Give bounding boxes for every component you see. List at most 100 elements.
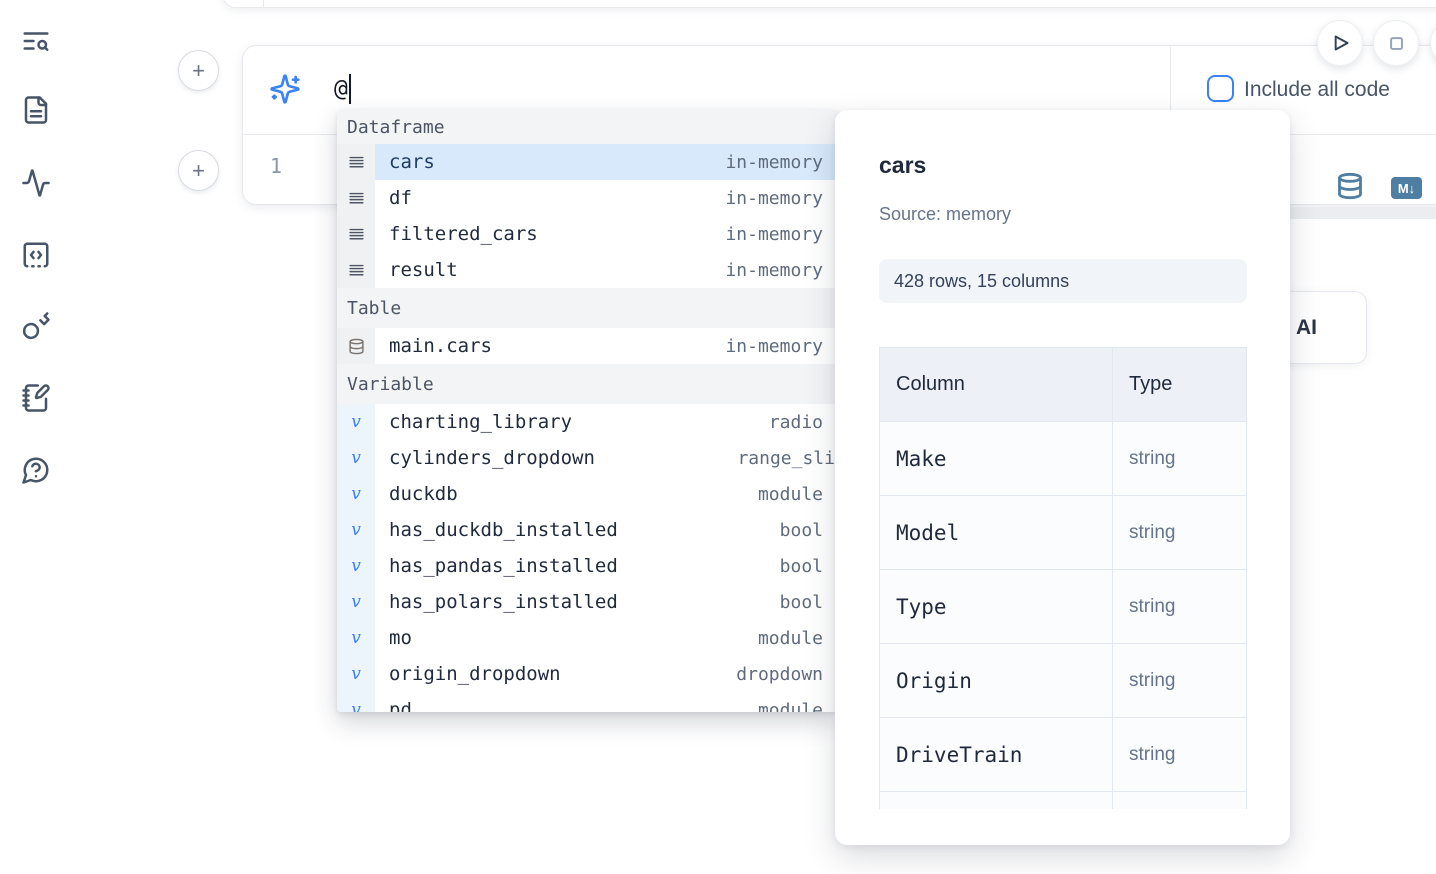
item-name: df <box>389 187 412 209</box>
schema-table-wrap: Column Type Make string Model string Typ… <box>879 347 1247 809</box>
section-header-dataframe: Dataframe <box>337 110 837 144</box>
text-cursor <box>348 74 351 104</box>
item-name: pd <box>389 699 412 712</box>
item-name: result <box>389 259 458 281</box>
autocomplete-item-has-duckdb-installed[interactable]: v has_duckdb_installed bool <box>337 512 837 548</box>
notebook-pen-icon[interactable] <box>21 383 51 413</box>
column-name-cell <box>879 791 1113 809</box>
add-cell-below-button[interactable]: + <box>178 150 219 191</box>
include-all-code-label: Include all code <box>1244 78 1390 101</box>
table-row: Model string <box>879 495 1247 570</box>
column-type-cell <box>1112 791 1247 809</box>
item-name: origin_dropdown <box>389 663 561 685</box>
text-search-icon[interactable] <box>21 26 51 56</box>
autocomplete-item-result[interactable]: result in-memory <box>337 252 837 288</box>
markdown-icon[interactable]: M↓ <box>1391 177 1422 199</box>
variable-icon: v <box>337 584 375 620</box>
item-name: cylinders_dropdown <box>389 447 595 469</box>
item-name: main.cars <box>389 335 492 357</box>
item-type: module <box>757 699 823 713</box>
item-name: filtered_cars <box>389 223 538 245</box>
run-cell-button[interactable] <box>1317 20 1363 66</box>
table-row-partial <box>879 791 1247 809</box>
autocomplete-item-df[interactable]: df in-memory <box>337 180 837 216</box>
item-name: has_polars_installed <box>389 591 618 613</box>
variable-icon: v <box>337 548 375 584</box>
column-name-cell: DriveTrain <box>879 717 1113 792</box>
column-type-cell: string <box>1112 421 1247 496</box>
autocomplete-item-has-polars-installed[interactable]: v has_polars_installed bool <box>337 584 837 620</box>
item-type: bool <box>779 519 823 541</box>
autocomplete-item-has-pandas-installed[interactable]: v has_pandas_installed bool <box>337 548 837 584</box>
table-header-row: Column Type <box>879 347 1247 422</box>
add-cell-above-button[interactable]: + <box>178 50 219 91</box>
dataframe-icon <box>337 144 375 180</box>
item-name: duckdb <box>389 483 458 505</box>
column-name-cell: Origin <box>879 643 1113 718</box>
autocomplete-item-filtered-cars[interactable]: filtered_cars in-memory <box>337 216 837 252</box>
autocomplete-item-charting-library[interactable]: v charting_library radio <box>337 404 837 440</box>
item-type: in-memory <box>725 151 823 173</box>
autocomplete-item-pd[interactable]: v pd module <box>337 692 837 712</box>
ai-prompt-value: @ <box>334 76 348 102</box>
section-header-variable: Variable <box>337 364 837 404</box>
item-name: has_duckdb_installed <box>389 519 618 541</box>
variable-icon: v <box>337 692 375 712</box>
column-name-cell: Type <box>879 569 1113 644</box>
panel-title: cars <box>879 152 927 178</box>
autocomplete-item-cylinders-dropdown[interactable]: v cylinders_dropdown range_sli <box>337 440 837 476</box>
variable-icon: v <box>337 440 375 476</box>
item-name: has_pandas_installed <box>389 555 618 577</box>
item-name: cars <box>389 151 435 173</box>
database-icon[interactable] <box>1336 172 1364 200</box>
item-type: radio <box>768 411 823 433</box>
column-type-cell: string <box>1112 643 1247 718</box>
item-type: module <box>757 627 823 649</box>
include-all-code-checkbox[interactable] <box>1207 75 1234 102</box>
column-type-cell: string <box>1112 717 1247 792</box>
variable-icon: v <box>337 476 375 512</box>
variable-icon: v <box>337 620 375 656</box>
item-type: bool <box>779 555 823 577</box>
autocomplete-item-cars[interactable]: cars in-memory <box>337 144 837 180</box>
stop-icon <box>1390 37 1403 50</box>
table-row: Origin string <box>879 643 1247 718</box>
item-name: mo <box>389 627 412 649</box>
column-type-cell: string <box>1112 495 1247 570</box>
column-name-cell: Make <box>879 421 1113 496</box>
autocomplete-item-main-cars[interactable]: main.cars in-memory <box>337 328 837 364</box>
help-circle-icon[interactable] <box>21 455 51 485</box>
item-type: in-memory <box>725 259 823 281</box>
autocomplete-item-duckdb[interactable]: v duckdb module <box>337 476 837 512</box>
table-row: Make string <box>879 421 1247 496</box>
item-type: in-memory <box>725 223 823 245</box>
stop-button[interactable] <box>1373 20 1419 66</box>
shape-badge: 428 rows, 15 columns <box>879 259 1247 303</box>
file-text-icon[interactable] <box>21 95 51 125</box>
divider <box>1170 46 1171 134</box>
autocomplete-item-mo[interactable]: v mo module <box>337 620 837 656</box>
line-number: 1 <box>270 154 283 178</box>
activity-icon[interactable] <box>21 168 51 198</box>
key-icon[interactable] <box>21 311 51 341</box>
item-type: module <box>757 483 823 505</box>
variable-icon: v <box>337 512 375 548</box>
item-type: dropdown <box>736 663 823 685</box>
variable-icon: v <box>337 656 375 692</box>
dataframe-icon <box>337 180 375 216</box>
sparkles-icon <box>269 73 301 105</box>
autocomplete-item-origin-dropdown[interactable]: v origin_dropdown dropdown <box>337 656 837 692</box>
previous-cell-edge <box>222 0 1436 8</box>
play-icon <box>1334 35 1349 51</box>
ai-prompt-input[interactable]: @ <box>334 72 634 106</box>
divider <box>263 0 264 7</box>
item-type: in-memory <box>725 335 823 357</box>
code-cell-icon[interactable] <box>21 240 51 270</box>
dataframe-icon <box>337 252 375 288</box>
schema-table: Column Type Make string Model string Typ… <box>879 347 1247 809</box>
panel-source: Source: memory <box>879 204 1012 224</box>
database-icon <box>337 328 375 364</box>
table-row: DriveTrain string <box>879 717 1247 792</box>
dataframe-icon <box>337 216 375 252</box>
